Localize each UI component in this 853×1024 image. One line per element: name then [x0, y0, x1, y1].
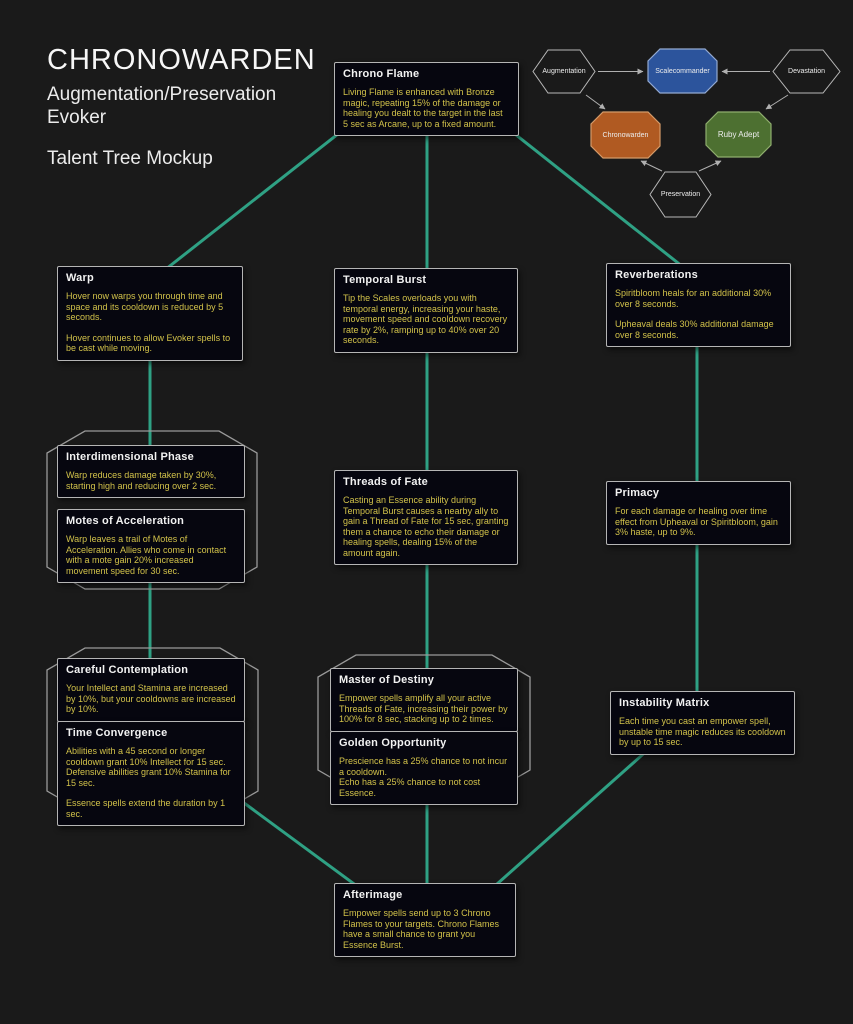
preservation-hexagon: [649, 171, 712, 218]
augmentation-hexagon: [532, 49, 596, 94]
talent-desc: Hover now warps you through time and spa…: [66, 291, 224, 322]
page-header: CHRONOWARDEN Augmentation/Preservation E…: [47, 44, 316, 129]
talent-desc: Casting an Essence ability during Tempor…: [343, 495, 509, 558]
talent-title: Motes of Acceleration: [66, 515, 185, 527]
talent-desc: Upheaval deals 30% additional damage ove…: [615, 319, 774, 340]
talent-connectors: [148, 110, 699, 894]
talent-title: Primacy: [615, 487, 660, 499]
class-node-devastation[interactable]: Devastation: [773, 50, 840, 93]
class-node-label: Scalecommander: [655, 67, 710, 75]
talent-warp[interactable]: Warp Hover now warps you through time an…: [57, 266, 243, 361]
talent-title: Temporal Burst: [343, 274, 427, 286]
class-diagram-arrows: [585, 68, 789, 172]
talent-desc: For each damage or healing over time eff…: [615, 506, 778, 537]
talent-desc: Hover continues to allow Evoker spells t…: [66, 332, 231, 354]
talent-reverberations[interactable]: Reverberations Spiritbloom heals for an …: [606, 263, 791, 347]
talent-title: Warp: [66, 272, 94, 284]
talent-desc: Abilities with a 45 second or longer coo…: [66, 746, 231, 788]
page-subtitle-line2: Evoker: [47, 107, 107, 128]
class-node-label: Preservation: [660, 191, 701, 198]
talent-desc: Empower spells amplify all your active T…: [339, 693, 508, 724]
ruby-adept-octagon: [705, 111, 772, 158]
scalecommander-octagon: [647, 48, 718, 94]
class-node-augmentation[interactable]: Augmentation: [533, 50, 595, 93]
group-outline-phase-motes: [46, 430, 258, 590]
talent-title: Reverberations: [615, 269, 698, 281]
talent-threads-of-fate[interactable]: Threads of Fate Casting an Essence abili…: [334, 470, 518, 565]
class-diagram-shapes: [532, 48, 841, 218]
talent-desc: Warp leaves a trail of Motes of Accelera…: [66, 534, 227, 576]
talent-desc: Spiritbloom heals for an additional 30% …: [615, 288, 772, 309]
talent-desc: Prescience has a 25% chance to not incur…: [339, 756, 508, 777]
class-node-label: Devastation: [788, 68, 825, 75]
talent-title: Careful Contemplation: [66, 664, 189, 676]
talent-title: Instability Matrix: [619, 697, 710, 709]
class-node-label: Chronowarden: [602, 131, 649, 139]
class-node-preservation[interactable]: Preservation: [650, 172, 711, 217]
talent-desc: Warp reduces damage taken by 30%, starti…: [66, 470, 217, 491]
talent-desc: Tip the Scales overloads you with tempor…: [343, 293, 508, 345]
talent-temporal-burst[interactable]: Temporal Burst Tip the Scales overloads …: [334, 268, 518, 353]
chronowarden-octagon: [590, 111, 661, 159]
page-subtitle-line1: Augmentation/Preservation: [47, 84, 277, 105]
talent-master-of-destiny[interactable]: Master of Destiny Empower spells amplify…: [330, 668, 518, 732]
talent-desc: Your Intellect and Stamina are increased…: [66, 683, 236, 714]
talent-instability-matrix[interactable]: Instability Matrix Each time you cast an…: [610, 691, 795, 755]
talent-desc: Essence spells extend the duration by 1 …: [66, 798, 226, 819]
class-node-ruby-adept[interactable]: Ruby Adept: [706, 112, 771, 157]
talent-desc: Empower spells send up to 3 Chrono Flame…: [343, 908, 500, 950]
talent-careful-contemplation[interactable]: Careful Contemplation Your Intellect and…: [57, 658, 245, 722]
talent-desc: Echo has a 25% chance to not cost Essenc…: [339, 777, 481, 798]
talent-desc: Each time you cast an empower spell, uns…: [619, 716, 786, 747]
class-node-scalecommander[interactable]: Scalecommander: [648, 49, 717, 93]
talent-golden-opportunity[interactable]: Golden Opportunity Prescience has a 25% …: [330, 731, 518, 805]
talent-title: Afterimage: [343, 889, 403, 901]
talent-title: Master of Destiny: [339, 674, 435, 686]
talent-title: Golden Opportunity: [339, 737, 447, 749]
talent-desc: Living Flame is enhanced with Bronze mag…: [343, 87, 503, 129]
talent-title: Time Convergence: [66, 727, 168, 739]
page-title: CHRONOWARDEN: [47, 44, 316, 76]
talent-motes-of-acceleration[interactable]: Motes of Acceleration Warp leaves a trai…: [57, 509, 245, 583]
class-node-label: Ruby Adept: [717, 130, 760, 139]
class-node-chronowarden[interactable]: Chronowarden: [591, 112, 660, 158]
talent-chrono-flame[interactable]: Chrono Flame Living Flame is enhanced wi…: [334, 62, 519, 136]
talent-interdimensional-phase[interactable]: Interdimensional Phase Warp reduces dama…: [57, 445, 245, 498]
devastation-hexagon: [772, 49, 841, 94]
mockup-caption: Talent Tree Mockup: [47, 148, 213, 169]
talent-title: Interdimensional Phase: [66, 451, 194, 463]
talent-title: Chrono Flame: [343, 68, 420, 80]
class-node-label: Augmentation: [542, 68, 586, 75]
talent-title: Threads of Fate: [343, 476, 428, 488]
talent-time-convergence[interactable]: Time Convergence Abilities with a 45 sec…: [57, 721, 245, 826]
talent-afterimage[interactable]: Afterimage Empower spells send up to 3 C…: [334, 883, 516, 957]
talent-primacy[interactable]: Primacy For each damage or healing over …: [606, 481, 791, 545]
